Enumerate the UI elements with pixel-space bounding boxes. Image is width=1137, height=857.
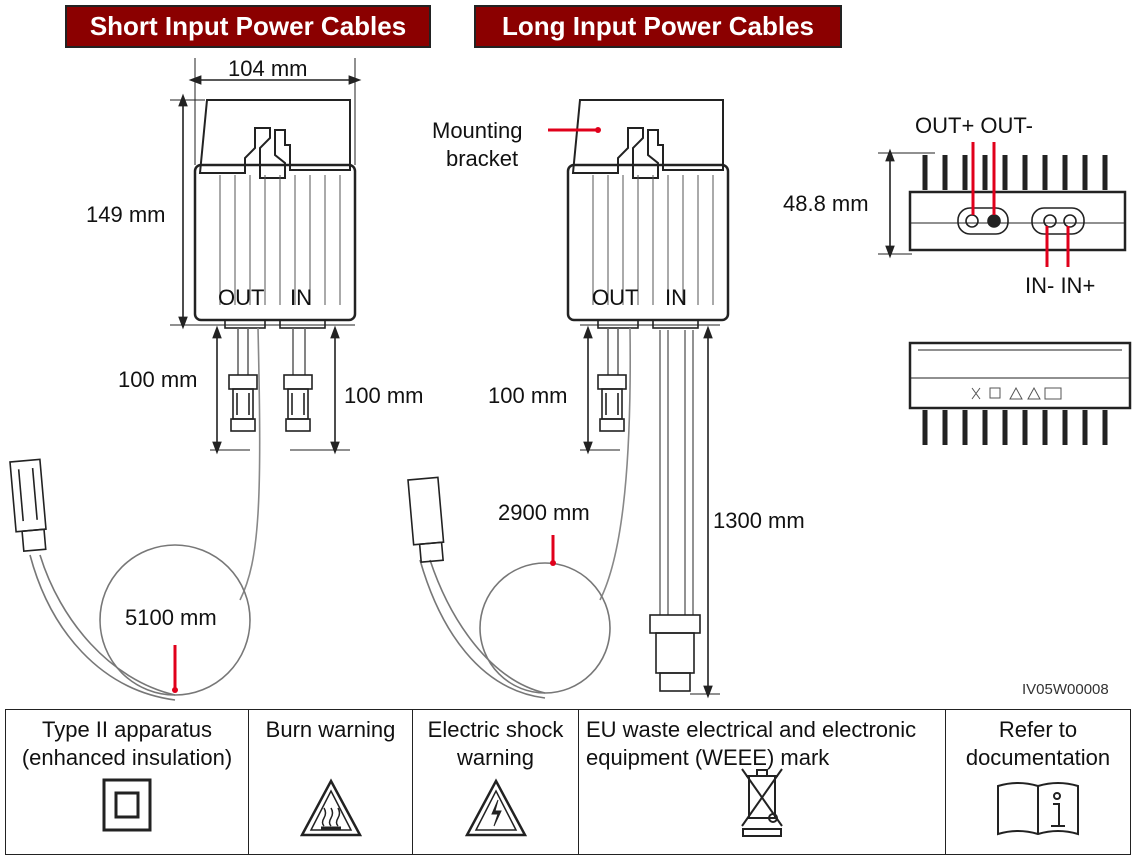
- long-loop-label: 2900 mm: [498, 500, 590, 525]
- bottom-view-drawing: [908, 341, 1132, 445]
- legend-cell: Electric shock warning: [412, 709, 579, 855]
- short-port-out-label: OUT: [218, 285, 265, 310]
- symbol-legend-table: Type II apparatus (enhanced insulation) …: [5, 709, 1131, 855]
- long-port-out-label: OUT: [592, 285, 639, 310]
- short-width-label: 104 mm: [228, 56, 308, 81]
- short-cables-title: Short Input Power Cables: [65, 5, 431, 48]
- legend-label: Electric shock warning: [427, 717, 564, 770]
- depth-label: 48.8 mm: [783, 191, 869, 216]
- bracket-label-1: Mounting: [432, 118, 523, 143]
- high-voltage-icon: [464, 778, 527, 837]
- side-view-drawing: [878, 142, 1127, 267]
- hot-surface-icon: [299, 778, 362, 837]
- short-loop-label: 5100 mm: [125, 605, 217, 630]
- legend-label: Burn warning: [265, 717, 396, 742]
- short-out-cable-label: 100 mm: [118, 367, 198, 392]
- long-out-cable-label: 100 mm: [488, 383, 568, 408]
- long-in-cable-label: 1300 mm: [713, 508, 805, 533]
- legend-cell: Refer to documentation: [945, 709, 1131, 855]
- figure-id: IV05W00008: [1022, 681, 1109, 698]
- legend-label: Refer to documentation: [965, 717, 1111, 770]
- legend-label: EU waste electrical and electronic equip…: [586, 717, 917, 770]
- long-cables-title: Long Input Power Cables: [474, 5, 842, 48]
- legend-cell: Burn warning: [248, 709, 413, 855]
- in-polarity-label: IN- IN+: [1025, 273, 1096, 298]
- legend-label: Type II apparatus (enhanced insulation): [21, 717, 233, 770]
- short-port-in-label: IN: [290, 285, 312, 310]
- short-height-label: 149 mm: [86, 202, 166, 227]
- legend-cell: EU waste electrical and electronic equip…: [578, 709, 946, 855]
- weee-bin-icon: [741, 768, 783, 837]
- long-port-in-label: IN: [665, 285, 687, 310]
- out-polarity-label: OUT+ OUT-: [915, 113, 1033, 138]
- legend-cell: Type II apparatus (enhanced insulation): [5, 709, 249, 855]
- bracket-label-2: bracket: [446, 146, 519, 171]
- manual-info-icon: [997, 782, 1079, 836]
- double-square-icon: [102, 778, 152, 832]
- short-in-cable-label: 100 mm: [344, 383, 424, 408]
